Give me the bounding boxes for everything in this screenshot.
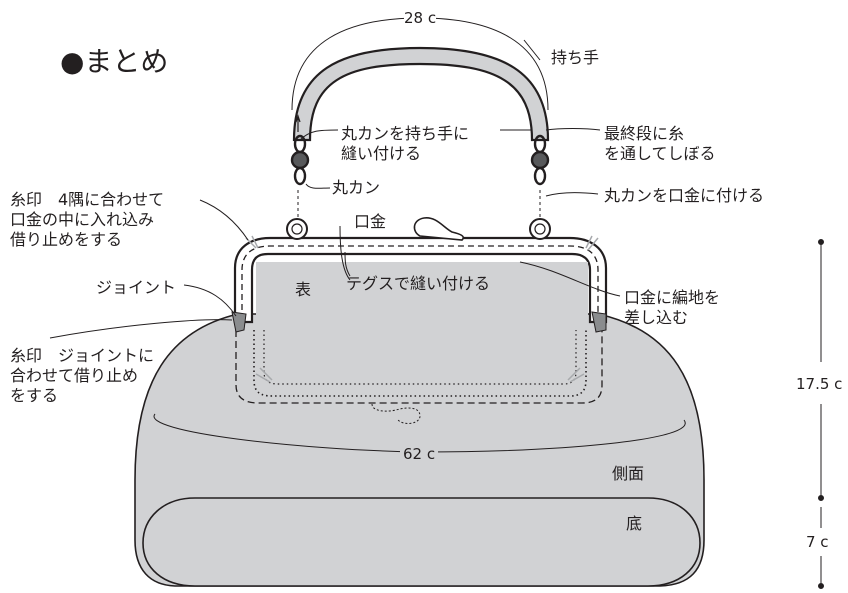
frame-stitch [241, 245, 599, 330]
thread-mark-br [567, 367, 585, 383]
bottom-depth-label: 7 c [806, 533, 829, 551]
joint-label: ジョイント [96, 278, 177, 297]
front-panel [256, 262, 588, 320]
frame-ring-left [286, 218, 308, 240]
final-round-label: 最終段に糸 を通してしぼる [604, 124, 716, 163]
side-label: 側面 [612, 464, 645, 483]
handle-length-label: 28 c [404, 8, 437, 28]
joint-right [591, 311, 607, 333]
hidden-frame-dashed [235, 330, 603, 404]
bag-bottom [142, 497, 701, 587]
ring-label: 丸カン [332, 178, 381, 197]
circumference-label: 62 c [400, 444, 439, 464]
page-title: ●まとめ [60, 45, 169, 78]
sew-tegusu-label: テグスで縫い付ける [346, 274, 491, 293]
thread-mark-bl [255, 367, 273, 383]
thread-mark-corners-label: 糸印 4隅に合わせて 口金の中に入れ込み 借り止めをする [10, 190, 165, 249]
hidden-clasp [371, 403, 421, 424]
bottom-label: 底 [626, 514, 643, 533]
thread-mark-tr [585, 235, 599, 251]
handle-label: 持ち手 [551, 48, 600, 67]
frame-label: 口金 [354, 212, 387, 231]
thread-mark-joint-label: 糸印 ジョイントに 合わせて借り止め をする [10, 346, 155, 405]
ring-sew-label: 丸カンを持ち手に 縫い付ける [341, 124, 470, 163]
frame-ring-right [529, 218, 551, 240]
frame-clasp [413, 217, 465, 241]
joint-left [231, 311, 247, 333]
body-height-label: 17.5 c [796, 375, 843, 393]
insert-fabric-label: 口金に編地を 差し込む [624, 288, 721, 327]
front-label: 表 [295, 280, 312, 299]
chain-right [530, 134, 550, 186]
handle [292, 46, 550, 142]
chain-left [290, 134, 310, 186]
height-dimension [818, 239, 824, 589]
ring-attach-label: 丸カンを口金に付ける [604, 186, 765, 205]
